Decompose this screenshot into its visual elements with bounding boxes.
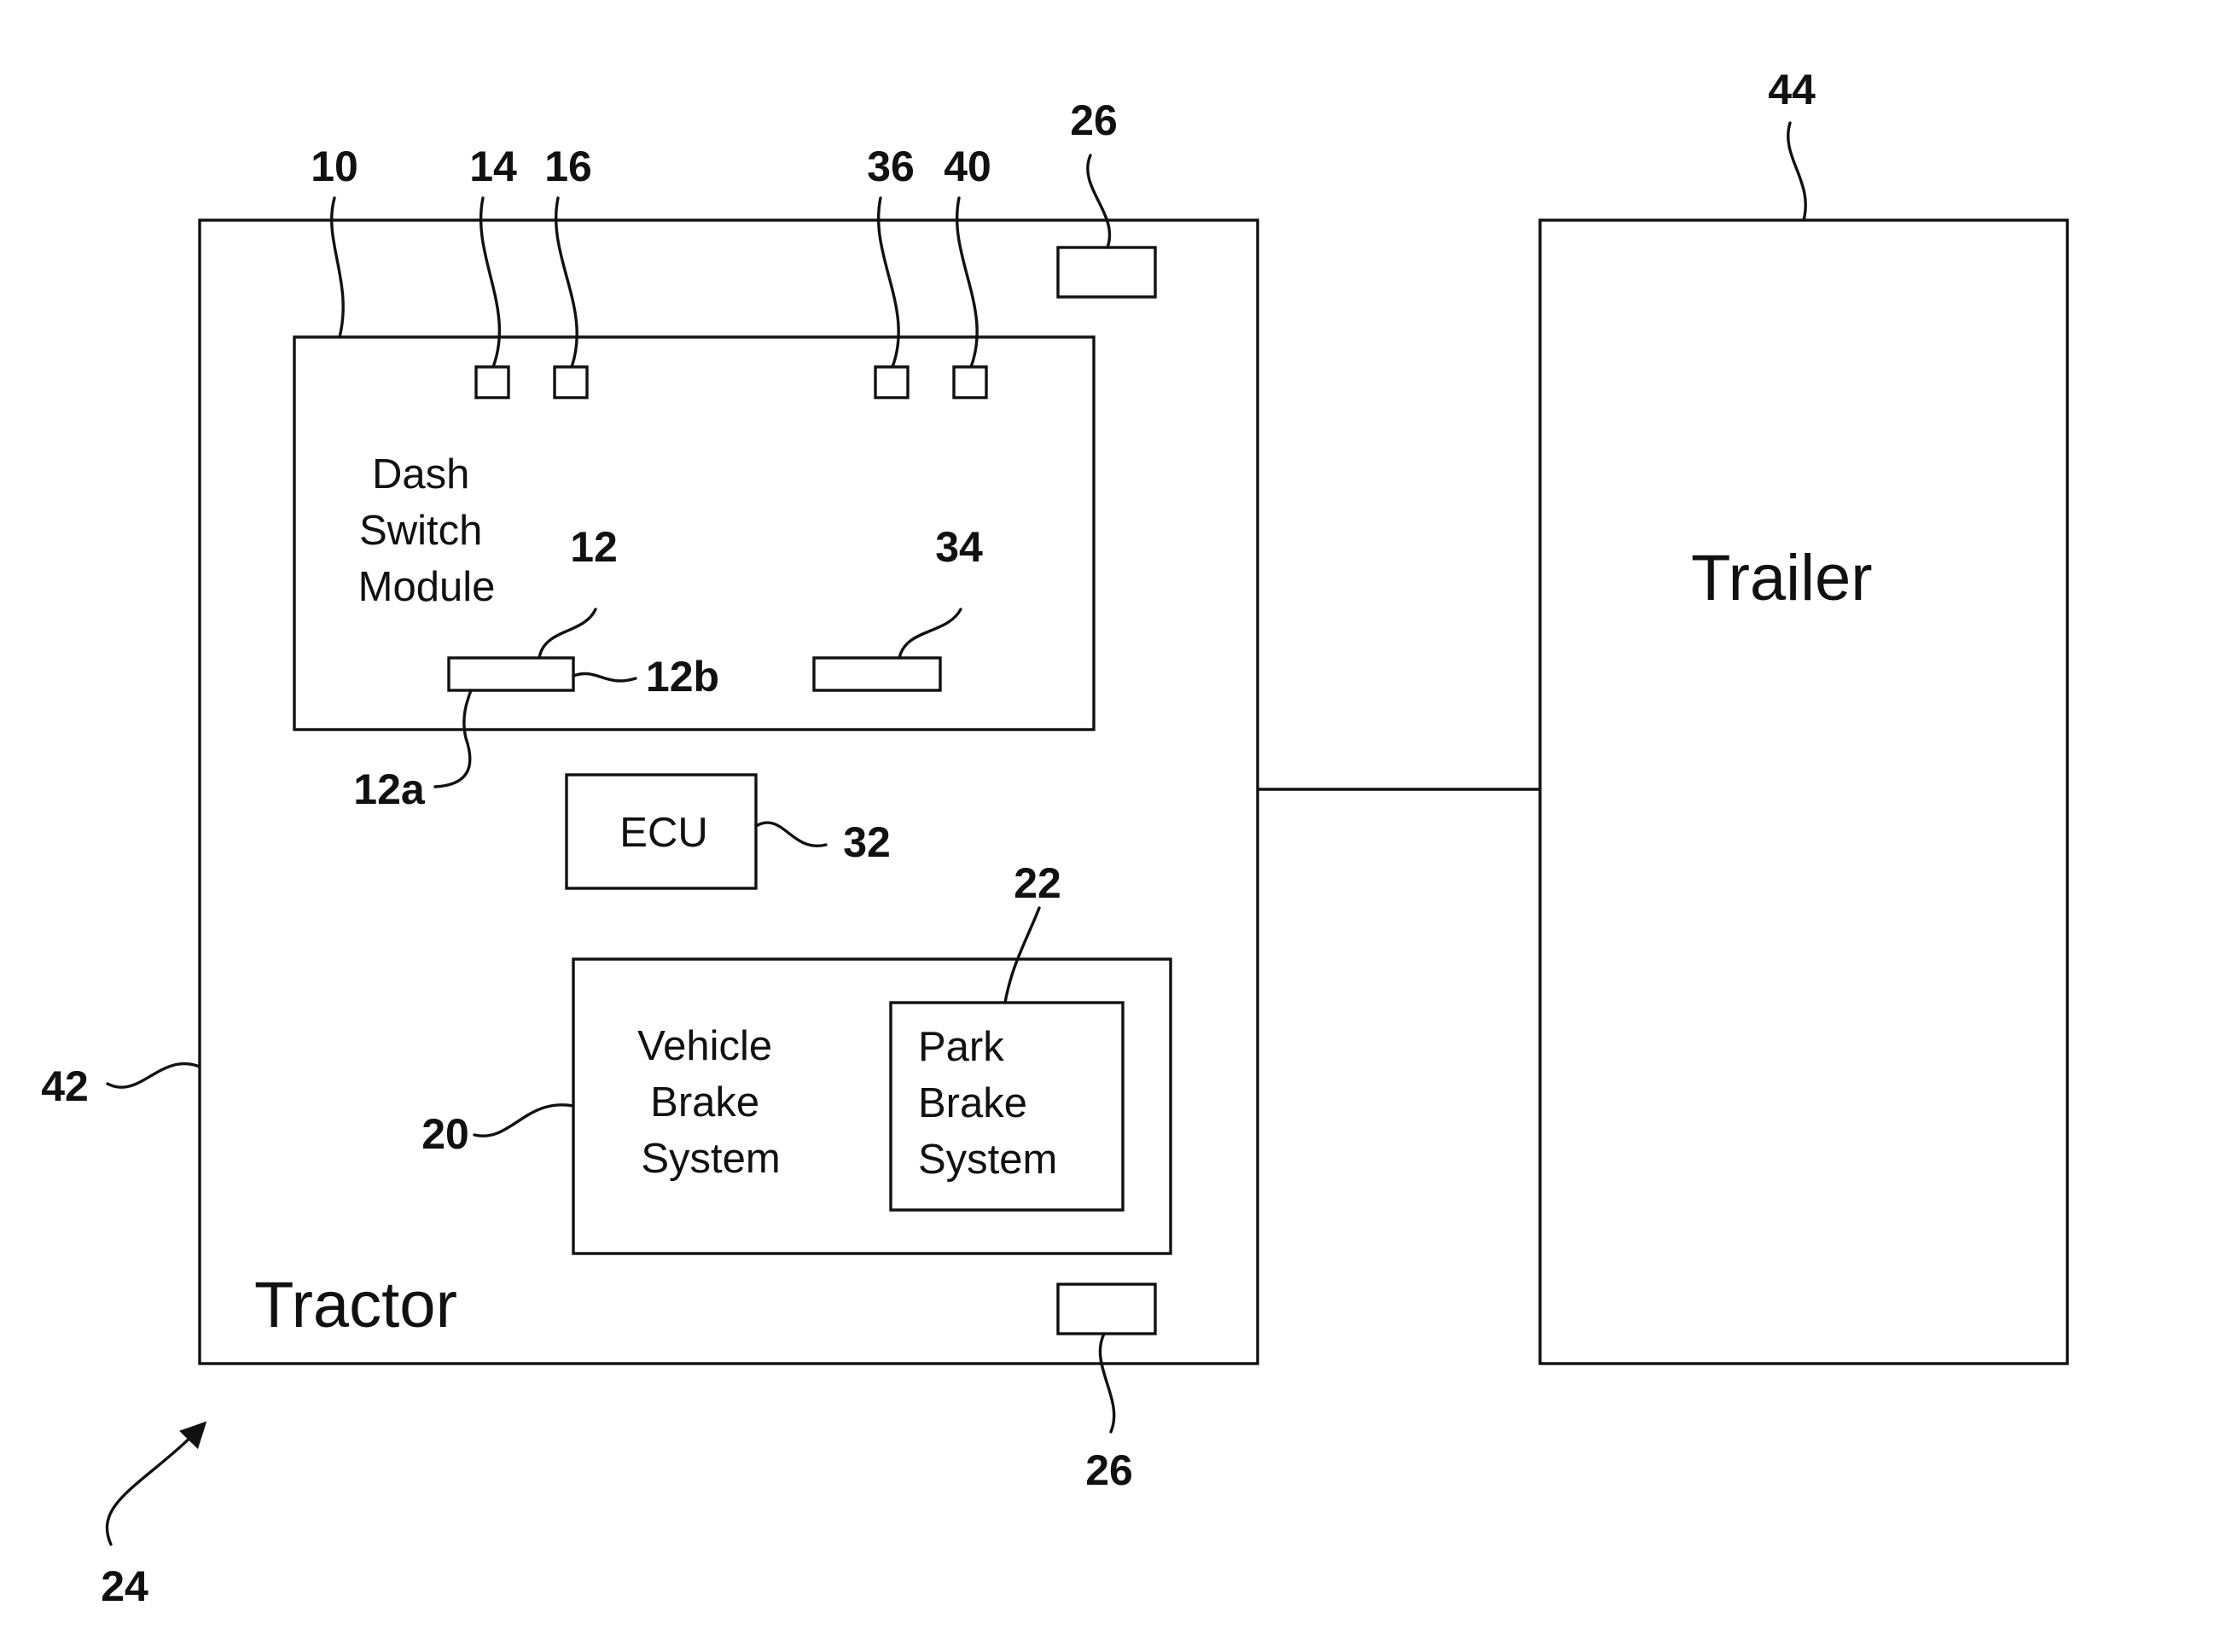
- leader-34: [899, 609, 961, 658]
- ref-20: 20: [421, 1110, 469, 1158]
- ref-26-bottom: 26: [1085, 1446, 1133, 1494]
- trailer-label: Trailer: [1691, 542, 1873, 614]
- leader-12b: [573, 674, 636, 681]
- leader-36: [879, 198, 899, 367]
- park-brake-system-line-1: Park: [918, 1024, 1004, 1070]
- leader-20: [474, 1105, 573, 1136]
- ref-14: 14: [469, 143, 517, 190]
- leader-40: [957, 198, 978, 367]
- leader-16: [556, 198, 578, 367]
- control-12-box: [449, 658, 573, 690]
- ecu-label: ECU: [619, 810, 707, 856]
- vehicle-brake-system-line-2: Brake: [650, 1079, 759, 1126]
- ref-24: 24: [101, 1562, 148, 1610]
- ref-12a: 12a: [353, 765, 426, 813]
- ref-22: 22: [1014, 859, 1061, 907]
- leader-14: [481, 198, 500, 367]
- leader-22: [1005, 908, 1039, 1003]
- ref-12b: 12b: [646, 653, 719, 701]
- vehicle-brake-system-line-1: Vehicle: [637, 1023, 772, 1069]
- trailer-box: [1540, 220, 2067, 1364]
- leader-12a: [435, 690, 471, 787]
- arrow-24: [107, 1425, 203, 1544]
- leader-26-top: [1088, 155, 1110, 247]
- ref-44: 44: [1768, 66, 1816, 113]
- leader-26-bottom: [1100, 1334, 1113, 1432]
- switch-36-box: [875, 367, 908, 398]
- ref-26-top: 26: [1070, 96, 1118, 144]
- connector-top-box: [1058, 247, 1155, 297]
- ref-32: 32: [843, 818, 891, 866]
- park-brake-system-line-3: System: [918, 1137, 1057, 1183]
- leader-44: [1788, 123, 1806, 220]
- ref-10: 10: [311, 143, 358, 190]
- vehicle-brake-system-label: Vehicle Brake System: [637, 1023, 784, 1182]
- switch-14-box: [476, 367, 509, 398]
- park-brake-system-label: Park Brake System: [918, 1024, 1057, 1183]
- connector-bottom-box: [1058, 1284, 1155, 1334]
- dash-switch-module-line-3: Module: [358, 564, 496, 610]
- dash-switch-module-label: Dash Switch Module: [358, 451, 496, 610]
- leader-42: [108, 1063, 200, 1087]
- leader-12: [539, 609, 596, 658]
- ref-12: 12: [570, 523, 618, 571]
- dash-switch-module-line-2: Switch: [359, 508, 482, 554]
- switch-40-box: [954, 367, 986, 398]
- leader-32: [756, 823, 826, 846]
- ref-40: 40: [944, 143, 991, 190]
- tractor-label: Tractor: [254, 1269, 457, 1341]
- ref-42: 42: [41, 1062, 89, 1110]
- dash-switch-module-line-1: Dash: [372, 451, 469, 497]
- ref-36: 36: [867, 143, 915, 190]
- control-34-box: [814, 658, 940, 690]
- park-brake-system-line-2: Brake: [918, 1080, 1027, 1126]
- ref-16: 16: [544, 143, 592, 190]
- ref-34: 34: [935, 523, 983, 571]
- vehicle-brake-system-line-3: System: [641, 1136, 780, 1182]
- switch-16-box: [555, 367, 587, 398]
